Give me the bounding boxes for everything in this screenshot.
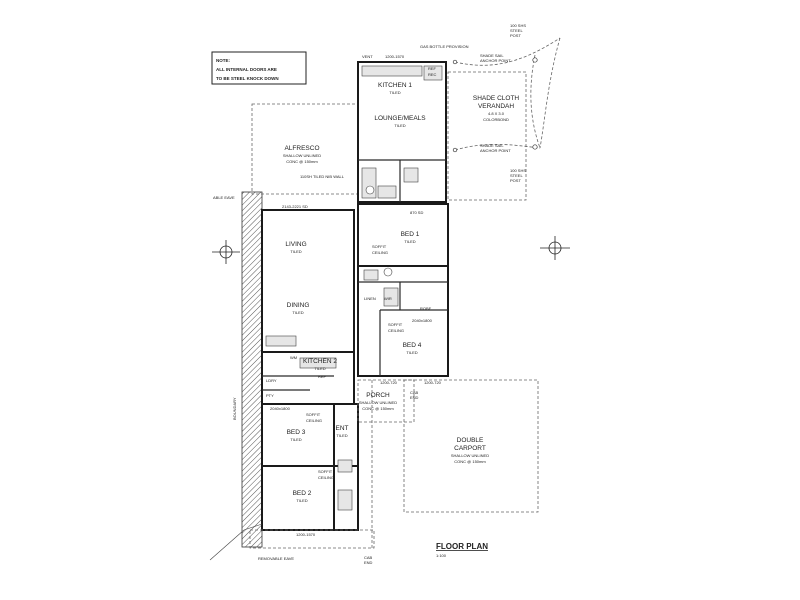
room-ent: ENT xyxy=(336,425,349,432)
note-line-2: TO BE STEEL KNOCK DOWN xyxy=(216,76,279,81)
room-verandah-2: VERANDAH xyxy=(478,103,514,110)
room-lounge-finish: TILED xyxy=(394,123,405,128)
label-post2b: STEEL xyxy=(510,173,523,178)
label-post1a: 100 SHS xyxy=(510,23,526,28)
room-kitchen2: KITCHEN 2 xyxy=(303,358,337,365)
label-lndry: LDRY xyxy=(266,378,277,383)
dim-7: 2040x1800 xyxy=(270,406,291,411)
room-kitchen2-finish: TILED xyxy=(314,366,325,371)
label-post2a: 100 SHS xyxy=(510,168,526,173)
label-ceiling-2: CEILING xyxy=(388,328,404,333)
room-verandah-sub2: COLORBOND xyxy=(483,117,509,122)
room-alfresco-finish: SHALLOW UNLINED xyxy=(283,153,321,158)
room-carport-1: DOUBLE xyxy=(457,437,484,444)
room-carport-finish: SHALLOW UNLINED xyxy=(451,453,489,458)
title-scale: 1:100 xyxy=(436,553,447,558)
room-labels: KITCHEN 1 TILED LOUNGE/MEALS TILED ALFRE… xyxy=(283,82,520,503)
room-ent-finish: TILED xyxy=(336,433,347,438)
room-porch-finish: SHALLOW UNLINED xyxy=(359,400,397,405)
dim-9: VENT xyxy=(362,54,373,59)
verandah-outline xyxy=(447,71,527,201)
building-walls xyxy=(261,61,449,531)
dim-1: 1200-1570 xyxy=(385,54,405,59)
room-kitchen1: KITCHEN 1 xyxy=(378,82,412,89)
label-tiled-wall: 110SH TILED NIB WALL xyxy=(300,174,345,179)
room-dining-finish: TILED xyxy=(292,310,303,315)
label-ceiling-4: CEILING xyxy=(318,475,334,480)
shade-sail-lines xyxy=(452,37,561,153)
room-dining: DINING xyxy=(287,302,310,309)
room-bed3: BED 3 xyxy=(287,429,306,436)
room-verandah-sub1: 4.8 X 3.0 xyxy=(488,111,505,116)
label-soffit-2: SOFFIT xyxy=(388,322,403,327)
note-line-1: ALL INTERNAL DOORS ARE xyxy=(216,67,277,72)
label-anchor1b: ANCHOR POINT xyxy=(480,58,511,63)
room-bed4: BED 4 xyxy=(403,342,422,349)
note-title: NOTE: xyxy=(216,58,231,63)
label-removable-eave: REMOVABLE EAVE xyxy=(258,556,294,561)
label-post2c: POST xyxy=(510,178,521,183)
label-wir: WIR xyxy=(384,296,392,301)
boundary-hatch xyxy=(241,191,263,548)
room-verandah-1: SHADE CLOTH xyxy=(473,95,520,102)
label-wm: WM xyxy=(290,355,297,360)
eave-outline xyxy=(249,529,375,549)
dim-2: 2143-2221 SD xyxy=(282,204,308,209)
room-bed2-finish: TILED xyxy=(296,498,307,503)
title-main: FLOOR PLAN xyxy=(436,542,488,551)
room-bed3-finish: TILED xyxy=(290,437,301,442)
porch-outline xyxy=(357,379,415,423)
room-porch: PORCH xyxy=(366,392,390,399)
north-arrow-icon xyxy=(540,236,570,260)
label-end-2: END xyxy=(364,560,373,565)
room-porch-sub: CONC @ 150mm xyxy=(362,406,394,411)
room-carport-2: CARPORT xyxy=(454,445,486,452)
room-bed2: BED 2 xyxy=(293,490,312,497)
label-soffit-1: SOFFIT xyxy=(372,244,387,249)
label-rec: REC xyxy=(428,72,437,77)
label-robe: ROBE xyxy=(420,306,432,311)
room-lounge: LOUNGE/MEALS xyxy=(374,115,426,122)
label-gas: GAS BOTTLE PROVISION xyxy=(420,44,469,49)
label-post1c: POST xyxy=(510,33,521,38)
plan-title: FLOOR PLAN 1:100 xyxy=(436,542,488,558)
room-kitchen1-finish: TILED xyxy=(389,90,400,95)
label-cab-1: CAB xyxy=(410,390,419,395)
section-marker-icon xyxy=(212,240,240,264)
label-anchor2b: ANCHOR POINT xyxy=(480,148,511,153)
dim-8: 1200-1570 xyxy=(296,532,316,537)
dim-5: 1200-720 xyxy=(424,380,442,385)
fixtures xyxy=(265,65,443,511)
label-anchor1a: SHADE SAIL xyxy=(480,53,504,58)
dim-3: 870 SD xyxy=(410,210,423,215)
label-ref-2: REF xyxy=(428,66,437,71)
label-end-1: END xyxy=(410,395,419,400)
label-ceiling-3: CEILING xyxy=(306,418,322,423)
dim-6: 2040x1800 xyxy=(412,318,433,323)
label-linen: LINEN xyxy=(364,296,376,301)
label-ceiling-1: CEILING xyxy=(372,250,388,255)
room-bed1-finish: TILED xyxy=(404,239,415,244)
carport-outline xyxy=(403,379,539,513)
room-bed1: BED 1 xyxy=(401,231,420,238)
label-eave-left: ABLE EAVE xyxy=(213,195,235,200)
note-box: NOTE: ALL INTERNAL DOORS ARE TO BE STEEL… xyxy=(211,51,307,85)
label-boundary: BOUNDARY xyxy=(232,397,237,420)
label-ref: REF xyxy=(318,374,327,379)
room-bed4-finish: TILED xyxy=(406,350,417,355)
room-alfresco-sub: CONC @ 150mm xyxy=(286,159,318,164)
label-ptry: PTY xyxy=(266,393,274,398)
label-soffit-4: SOFFIT xyxy=(318,469,333,474)
room-alfresco: ALFRESCO xyxy=(284,145,319,152)
dim-4: 1200-720 xyxy=(380,380,398,385)
label-soffit-3: SOFFIT xyxy=(306,412,321,417)
label-cab-2: CAB xyxy=(364,555,373,560)
annotations: SOFFIT CEILING SOFFIT CEILING SOFFIT CEI… xyxy=(213,23,526,565)
room-living-finish: TILED xyxy=(290,249,301,254)
room-living: LIVING xyxy=(285,241,306,248)
label-anchor2a: SHADE SAIL xyxy=(480,143,504,148)
room-carport-sub: CONC @ 150mm xyxy=(454,459,486,464)
label-post1b: STEEL xyxy=(510,28,523,33)
